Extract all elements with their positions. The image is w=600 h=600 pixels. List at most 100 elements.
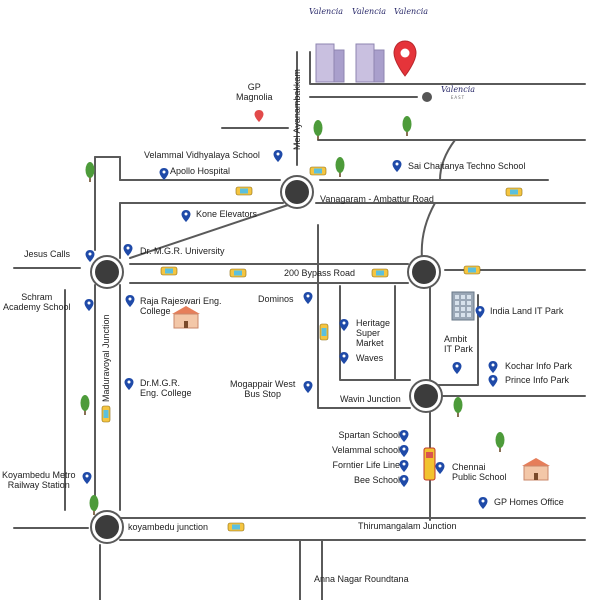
label-sai-chaitanya: Sai Chaitanya Techno School [408, 161, 526, 171]
location-pin-icon [399, 460, 409, 472]
location-pin-icon [435, 462, 445, 474]
road-ambit-it-park [434, 294, 479, 386]
brand-name: Valencia [393, 7, 429, 16]
road-bypass-to-vanagaram [420, 202, 436, 259]
label-vanagaram-ambattur: Vanagaram - Ambattur Road [320, 194, 434, 204]
label-raja-rajeswari: Raja Rajeswari Eng. College [140, 296, 222, 316]
car-icon [235, 186, 253, 196]
location-pin-icon [339, 319, 349, 331]
car-icon [229, 268, 247, 278]
location-pin-icon [488, 375, 498, 387]
location-pin-icon [82, 472, 92, 484]
label-prince-info-park: Prince Info Park [505, 375, 570, 385]
label-jesus-calls: Jesus Calls [24, 249, 71, 259]
location-pin-icon [84, 299, 94, 311]
tree-icon [495, 432, 505, 452]
label-kochar-info-park: Kochar Info Park [505, 361, 573, 371]
valencia-logo-2: Valencia [350, 8, 388, 16]
label-frontier-life-line: Forntier Life Line [332, 460, 400, 470]
location-pin-icon [303, 381, 313, 393]
location-pin-icon [85, 250, 95, 262]
label-mel-ayanambakkam: Mel Ayanambakkam [292, 69, 302, 150]
roundabout-icon [280, 175, 314, 209]
valencia-location-pin-icon [393, 40, 417, 77]
location-pin-icon [478, 497, 488, 509]
building-icon [355, 43, 385, 83]
road-ambit-block [317, 224, 411, 409]
location-pin-icon [488, 361, 498, 373]
label-velammal-school: Velammal school [331, 445, 400, 455]
tree-icon [313, 120, 323, 140]
car-icon [309, 166, 327, 176]
location-pin-icon [303, 292, 313, 304]
valencia-logo-1: Valencia [307, 8, 345, 16]
label-thirumangalam-junction: Thirumangalam Junction [358, 521, 457, 531]
label-spartan-school: Spartan School [338, 430, 400, 440]
roundabout-icon [90, 510, 124, 544]
label-koyambedu-metro: Koyambedu Metro Railway Station [2, 470, 76, 490]
label-waves: Waves [356, 353, 384, 363]
brand-variant: EAST [450, 95, 466, 100]
location-pin-icon [339, 352, 349, 364]
location-pin-icon [399, 445, 409, 457]
road-bypass-to-top [439, 139, 456, 181]
label-bypass-road: 200 Bypass Road [284, 268, 356, 278]
car-icon [463, 265, 481, 275]
label-chennai-public-school: Chennai Public School [452, 462, 507, 482]
label-anna-nagar-roundtana: Anna Nagar Roundtana [314, 574, 409, 584]
location-pin-icon [392, 160, 402, 172]
tree-icon [85, 162, 95, 182]
magnolia-pin-icon [254, 110, 264, 122]
label-dr-mgr-college: Dr.M.G.R. Eng. College [140, 378, 192, 398]
label-dr-mgr-university: Dr. M.G.R. University [140, 246, 225, 256]
tree-icon [80, 395, 90, 415]
label-maduravoyal-junction: Maduravoyal Junction [101, 314, 111, 402]
label-kone-elevators: Kone Elevators [196, 209, 258, 219]
tree-icon [402, 116, 412, 136]
label-koyambedu-junction: koyambedu junction [128, 522, 209, 532]
car-icon [160, 266, 178, 276]
label-wavin-junction: Wavin Junction [340, 394, 401, 404]
location-pin-icon [123, 244, 133, 256]
valencia-logo-3: Valencia [392, 8, 430, 16]
college-building-icon [522, 458, 550, 481]
car-icon [371, 268, 389, 278]
location-pin-icon [475, 306, 485, 318]
location-pin-icon [124, 378, 134, 390]
brand-name: Valencia [440, 85, 476, 94]
brand-name: Valencia [351, 7, 387, 16]
label-ambit-it-park: Ambit IT Park [444, 334, 473, 354]
tree-icon [453, 397, 463, 417]
car-icon [101, 405, 111, 423]
college-building-icon [172, 306, 200, 329]
label-dominos: Dominos [258, 294, 294, 304]
label-bee-school: Bee School [353, 475, 400, 485]
road-mel-ayanambakkam-right [309, 51, 586, 85]
location-pin-icon [399, 430, 409, 442]
label-schram-academy: Schram Academy School [3, 292, 71, 312]
road-diagonal-to-maduravoyal [129, 204, 289, 259]
label-india-land: India Land IT Park [490, 306, 564, 316]
brand-name: Valencia [308, 7, 344, 16]
valencia-buildings [315, 43, 385, 83]
label-apollo-hospital: Apollo Hospital [170, 166, 231, 176]
office-tower-icon [451, 291, 475, 321]
bus-icon [423, 447, 436, 481]
label-gp-homes-office: GP Homes Office [494, 497, 564, 507]
location-pin-icon [273, 150, 283, 162]
location-pin-icon [399, 475, 409, 487]
label-gp-magnolia: GP Magnolia [236, 82, 273, 102]
location-pin-icon [181, 210, 191, 222]
label-velammal-vidhyalaya: Velammal Vidhyalaya School [144, 150, 260, 160]
car-icon [505, 187, 523, 197]
label-heritage-market: Heritage Super Market [356, 318, 391, 348]
road-ambit-inner [339, 285, 411, 381]
car-icon [227, 522, 245, 532]
location-pin-icon [159, 168, 169, 180]
tree-icon [89, 495, 99, 515]
roundabout-icon [90, 255, 124, 289]
location-pin-icon [452, 362, 462, 374]
roundabout-icon [409, 379, 443, 413]
